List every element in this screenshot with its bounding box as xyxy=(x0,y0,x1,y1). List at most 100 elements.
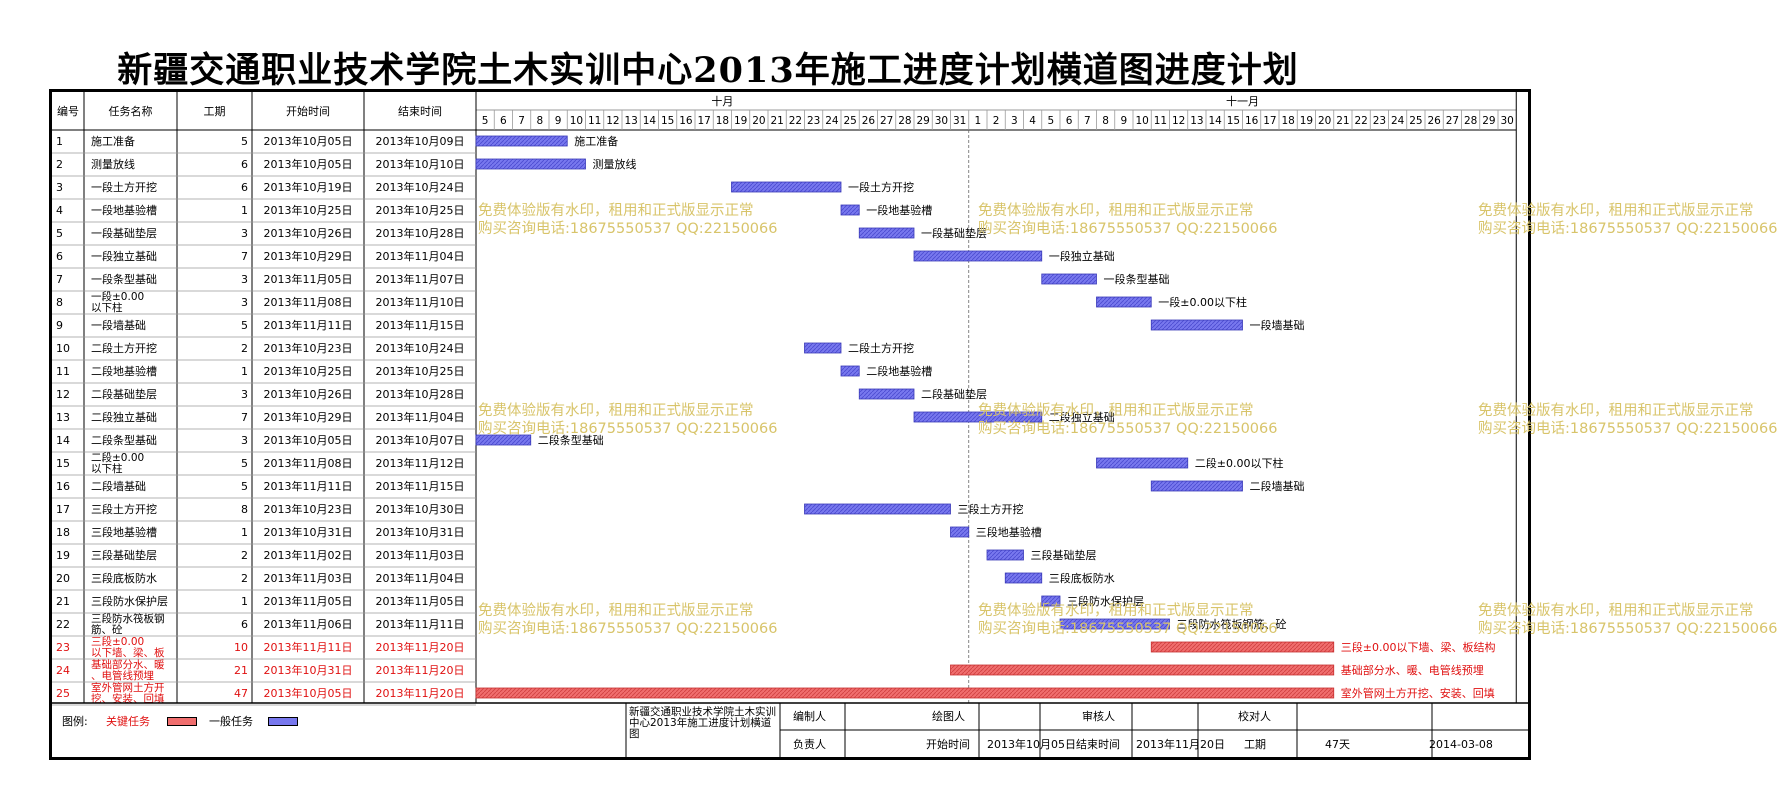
task-end: 2013年10月09日 xyxy=(376,134,465,148)
header-day: 2 xyxy=(993,115,1000,127)
gantt-bar xyxy=(1096,457,1189,469)
header-month-oct: 十月 xyxy=(711,94,733,108)
task-end: 2013年10月31日 xyxy=(376,525,465,539)
footer-owner-label: 负责人 xyxy=(793,738,826,751)
footer-drawer-label: 绘图人 xyxy=(932,710,965,723)
header-day: 12 xyxy=(1172,115,1185,127)
task-end: 2013年10月25日 xyxy=(376,364,465,378)
page-title: 新疆交通职业技术学院土木实训中心2013年施工进度计划横道图进度计划 xyxy=(117,50,1299,91)
task-name: 二段土方开挖 xyxy=(91,341,157,355)
gantt-bar-label: 三段底板防水 xyxy=(1049,571,1115,585)
header-end: 结束时间 xyxy=(398,105,442,118)
task-name: 二段墙基础 xyxy=(91,479,146,493)
task-name: 施工准备 xyxy=(91,134,135,148)
task-name: 一段地基验槽 xyxy=(91,203,157,217)
task-duration: 5 xyxy=(241,135,248,148)
task-end: 2013年10月07日 xyxy=(376,433,465,447)
gantt-bar-label: 施工准备 xyxy=(574,134,618,148)
task-start: 2013年11月11日 xyxy=(264,318,353,332)
task-start: 2013年11月11日 xyxy=(264,640,353,654)
task-end: 2013年11月04日 xyxy=(376,410,465,424)
gantt-bar xyxy=(1096,296,1152,308)
task-end: 2013年10月25日 xyxy=(376,203,465,217)
gantt-bar-label: 一段土方开挖 xyxy=(848,180,914,194)
header-day: 5 xyxy=(1048,115,1055,127)
task-name: 挖、安装、回填 xyxy=(91,692,165,705)
task-name: 三段防水保护层 xyxy=(91,594,168,608)
task-name: 三段底板防水 xyxy=(91,571,157,585)
task-duration: 21 xyxy=(234,664,248,677)
task-duration: 6 xyxy=(241,181,248,194)
gantt-bar-label: 二段条型基础 xyxy=(538,433,604,447)
task-name: 二段±0.00 xyxy=(91,451,144,464)
task-start: 2013年11月02日 xyxy=(264,548,353,562)
legend-critical-swatch xyxy=(167,717,197,726)
task-end: 2013年10月30日 xyxy=(376,502,465,516)
watermark: 免费体验版有水印，租用和正式版显示正常购买咨询电话:18675550537 QQ… xyxy=(1478,603,1778,637)
task-duration: 1 xyxy=(241,204,248,217)
task-name: 基础部分水、暖 xyxy=(91,658,165,671)
footer-start-label: 开始时间 xyxy=(926,738,970,751)
gantt-bar-label: 二段墙基础 xyxy=(1250,479,1305,493)
gantt-bar xyxy=(950,664,1335,676)
task-duration: 5 xyxy=(241,480,248,493)
task-end: 2013年11月12日 xyxy=(376,456,465,470)
gantt-bar-label: 二段基础垫层 xyxy=(921,387,987,401)
task-end: 2013年11月20日 xyxy=(376,663,465,677)
legend-critical-label: 关键任务 xyxy=(106,715,150,728)
task-start: 2013年10月25日 xyxy=(264,203,353,217)
header-day: 11 xyxy=(1154,115,1167,127)
task-id: 23 xyxy=(56,641,70,654)
task-duration: 7 xyxy=(241,250,248,263)
task-start: 2013年11月05日 xyxy=(264,594,353,608)
task-end: 2013年11月11日 xyxy=(376,617,465,631)
header-day: 6 xyxy=(1066,115,1073,127)
header-day: 1 xyxy=(975,115,982,127)
task-start: 2013年11月11日 xyxy=(264,479,353,493)
task-id: 14 xyxy=(56,434,70,447)
legend-normal-label: 一般任务 xyxy=(209,715,253,728)
task-id: 6 xyxy=(56,250,63,263)
gantt-bar-label: 一段条型基础 xyxy=(1104,272,1170,286)
header-day: 17 xyxy=(1263,115,1276,127)
header-day: 19 xyxy=(1300,115,1313,127)
legend-label: 图例: xyxy=(62,715,88,728)
task-id: 19 xyxy=(56,549,70,562)
footer-area: 图例: 关键任务 一般任务 新疆交通职业技术学院土木实训中心2013年施工进度计… xyxy=(52,703,1528,757)
header-day: 11 xyxy=(588,115,601,127)
header-day: 8 xyxy=(1102,115,1109,127)
task-start: 2013年10月23日 xyxy=(264,341,353,355)
gantt-bar xyxy=(913,250,1043,262)
header-day: 16 xyxy=(679,115,693,127)
task-duration: 6 xyxy=(241,158,248,171)
header-month-nov: 十一月 xyxy=(1226,94,1259,108)
header-day: 9 xyxy=(555,115,562,127)
gantt-bar-label: 室外管网土方开挖、安装、回填 xyxy=(1341,686,1495,700)
header-day: 25 xyxy=(1409,115,1422,127)
footer-project-name: 新疆交通职业技术学院土木实训中心2013年施工进度计划横道图 xyxy=(629,706,776,740)
header-day: 28 xyxy=(1464,115,1477,127)
task-end: 2013年11月15日 xyxy=(376,479,465,493)
task-name: 一段基础垫层 xyxy=(91,226,157,240)
header-name: 任务名称 xyxy=(109,104,153,118)
footer-start-value: 2013年10月05日 xyxy=(987,738,1076,751)
task-end: 2013年11月10日 xyxy=(376,295,465,309)
gantt-bar-label: 三段地基验槽 xyxy=(976,525,1042,539)
task-duration: 3 xyxy=(241,296,248,309)
task-id: 12 xyxy=(56,388,70,401)
gantt-bar-label: 三段防水筏板钢筋、砼 xyxy=(1177,617,1287,631)
header-day: 15 xyxy=(1227,115,1240,127)
gantt-bar xyxy=(804,342,842,354)
task-duration: 5 xyxy=(241,457,248,470)
task-start: 2013年10月05日 xyxy=(264,157,353,171)
task-id: 4 xyxy=(56,204,63,217)
task-name: 以下柱 xyxy=(91,301,123,314)
gantt-bar xyxy=(1059,618,1170,630)
task-id: 9 xyxy=(56,319,63,332)
footer-reviewer-label: 审核人 xyxy=(1082,710,1115,723)
task-duration: 3 xyxy=(241,434,248,447)
task-start: 2013年11月06日 xyxy=(264,617,353,631)
gantt-bar-label: 二段独立基础 xyxy=(1049,410,1115,424)
header-day: 6 xyxy=(500,115,507,127)
